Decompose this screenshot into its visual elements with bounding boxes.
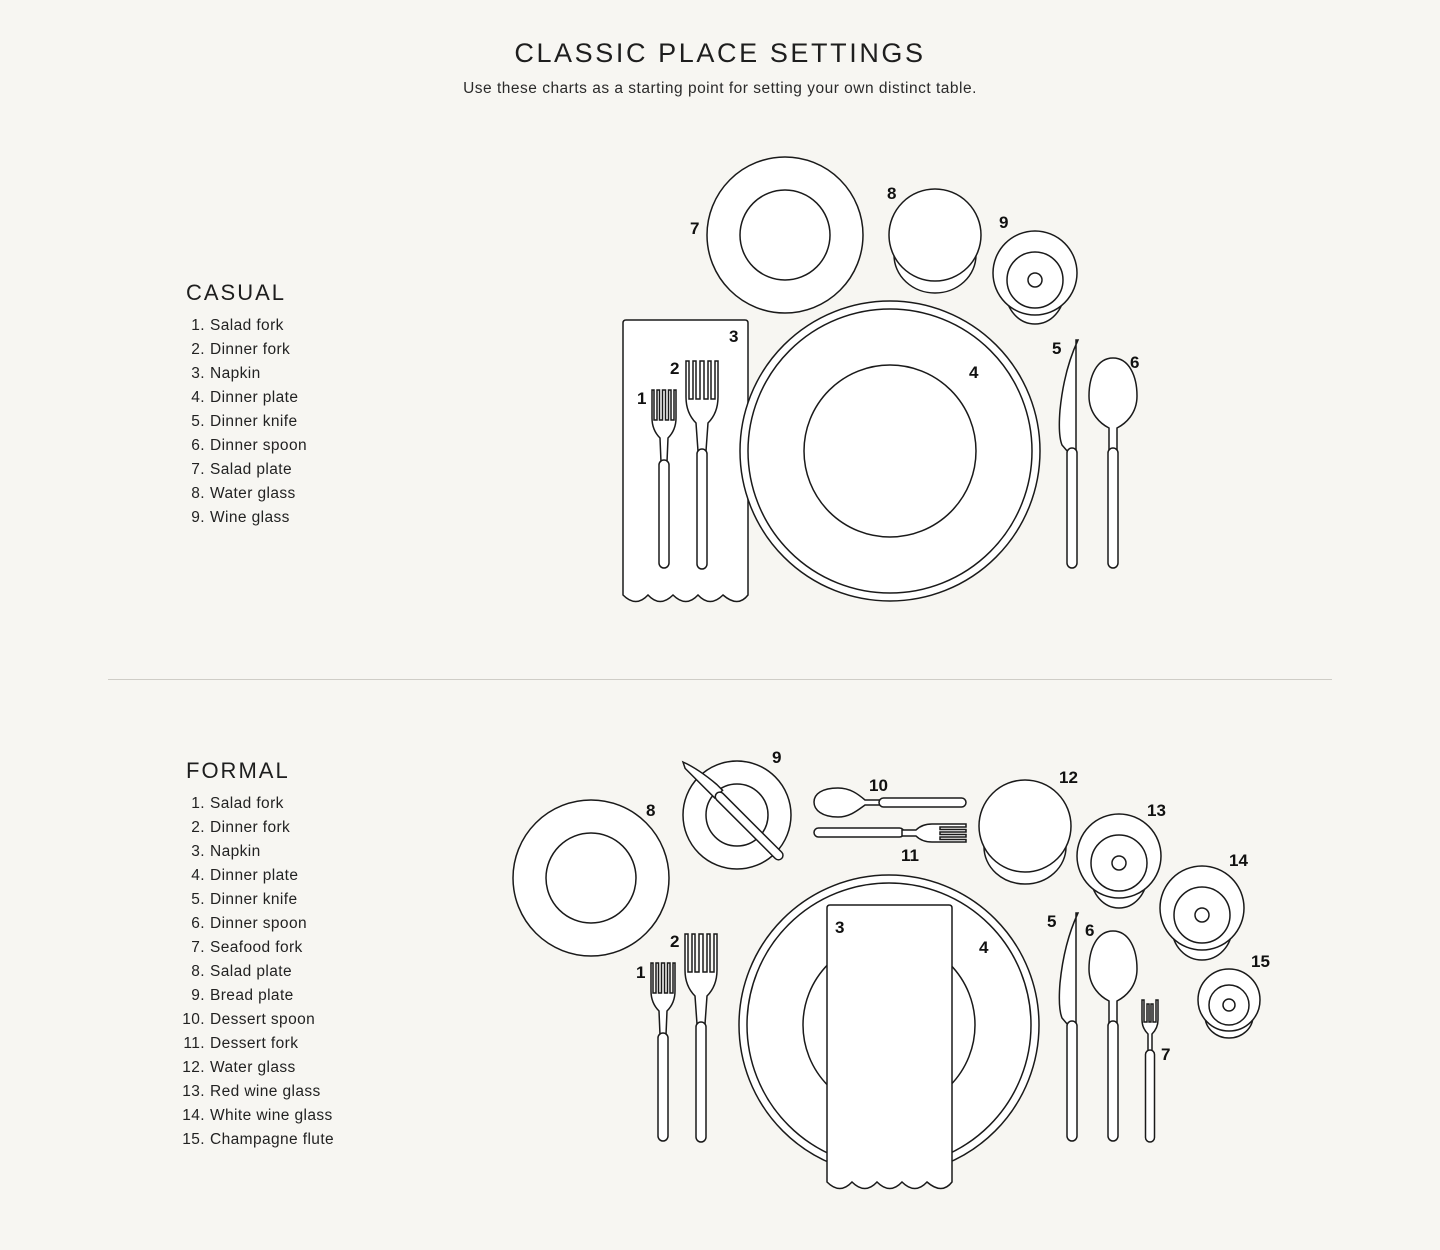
legend-item: 14.White wine glass <box>182 1107 333 1124</box>
champagne-flute-icon <box>1197 968 1261 1039</box>
callout-2: 2 <box>670 359 679 378</box>
callout-8: 8 <box>646 801 655 820</box>
dinner-spoon-icon <box>1088 930 1138 1142</box>
callout-7: 7 <box>690 219 699 238</box>
seafood-fork-icon <box>1141 999 1159 1143</box>
callout-9: 9 <box>999 213 1008 232</box>
casual-illustration: 1 2 3 4 5 6 7 8 9 <box>622 156 1139 603</box>
legend-item: 11.Dessert fork <box>183 1035 299 1052</box>
dinner-spoon-icon <box>1088 357 1138 569</box>
callout-14: 14 <box>1229 851 1248 870</box>
legend-item: 4.Dinner plate <box>191 867 299 884</box>
legend-item: 3.Napkin <box>191 365 261 382</box>
wine-glass-icon <box>992 230 1078 325</box>
legend-item: 5.Dinner knife <box>191 413 298 430</box>
legend-item: 10.Dessert spoon <box>182 1011 316 1028</box>
red-wine-glass-icon <box>1076 813 1162 909</box>
callout-7: 7 <box>1161 1045 1170 1064</box>
callout-1: 1 <box>636 963 645 982</box>
callout-11: 11 <box>901 846 919 865</box>
callout-6: 6 <box>1085 921 1094 940</box>
formal-legend: 1.Salad fork 2.Dinner fork 3.Napkin 4.Di… <box>180 792 334 1152</box>
salad-fork-icon <box>650 962 676 1142</box>
legend-item: 7.Seafood fork <box>191 939 303 956</box>
legend-item: 9.Wine glass <box>191 509 290 526</box>
legend-item: 1.Salad fork <box>191 795 284 812</box>
formal-illustration: 1 2 3 4 5 6 7 8 9 10 11 12 13 14 15 <box>512 748 1270 1190</box>
page-subtitle: Use these charts as a starting point for… <box>463 80 977 97</box>
callout-4: 4 <box>969 363 979 382</box>
legend-item: 6.Dinner spoon <box>191 915 307 932</box>
dinner-fork-icon <box>684 933 718 1143</box>
legend-item: 3.Napkin <box>191 843 261 860</box>
legend-item: 4.Dinner plate <box>191 389 299 406</box>
butter-knife-icon <box>681 760 784 861</box>
legend-item: 2.Dinner fork <box>191 341 291 358</box>
callout-9: 9 <box>772 748 781 767</box>
legend-item: 1.Salad fork <box>191 317 284 334</box>
dinner-plate-icon <box>739 300 1041 602</box>
legend-item: 15.Champagne flute <box>182 1131 335 1148</box>
water-glass-icon <box>978 779 1072 885</box>
legend-item: 6.Dinner spoon <box>191 437 307 454</box>
legend-item: 8.Salad plate <box>191 963 292 980</box>
section-divider <box>108 679 1332 680</box>
casual-legend: 1.Salad fork 2.Dinner fork 3.Napkin 4.Di… <box>180 314 307 530</box>
dessert-spoon-icon <box>813 787 967 818</box>
legend-item: 8.Water glass <box>191 485 296 502</box>
salad-plate-icon <box>512 799 670 957</box>
legend-item: 5.Dinner knife <box>191 891 298 908</box>
callout-1: 1 <box>637 389 646 408</box>
callout-3: 3 <box>835 918 844 937</box>
page-title: CLASSIC PLACE SETTINGS <box>514 38 926 68</box>
napkin-icon <box>826 904 953 1190</box>
callout-5: 5 <box>1047 912 1056 931</box>
callout-4: 4 <box>979 938 989 957</box>
callout-8: 8 <box>887 184 896 203</box>
dinner-knife-icon <box>1058 339 1079 569</box>
water-glass-icon <box>888 188 982 294</box>
legend-item: 7.Salad plate <box>191 461 292 478</box>
legend-item: 13.Red wine glass <box>182 1083 321 1100</box>
white-wine-glass-icon <box>1159 865 1245 961</box>
callout-10: 10 <box>869 776 888 795</box>
callout-15: 15 <box>1251 952 1270 971</box>
callout-2: 2 <box>670 932 679 951</box>
callout-12: 12 <box>1059 768 1078 787</box>
callout-13: 13 <box>1147 801 1166 820</box>
legend-item: 2.Dinner fork <box>191 819 291 836</box>
casual-heading: CASUAL <box>186 280 287 305</box>
salad-plate-icon <box>706 156 864 314</box>
formal-heading: FORMAL <box>186 758 290 783</box>
callout-6: 6 <box>1130 353 1139 372</box>
callout-3: 3 <box>729 327 738 346</box>
callout-5: 5 <box>1052 339 1061 358</box>
legend-item: 9.Bread plate <box>191 987 294 1004</box>
dessert-fork-icon <box>813 823 967 843</box>
dinner-knife-icon <box>1058 912 1079 1142</box>
legend-item: 12.Water glass <box>182 1059 296 1076</box>
